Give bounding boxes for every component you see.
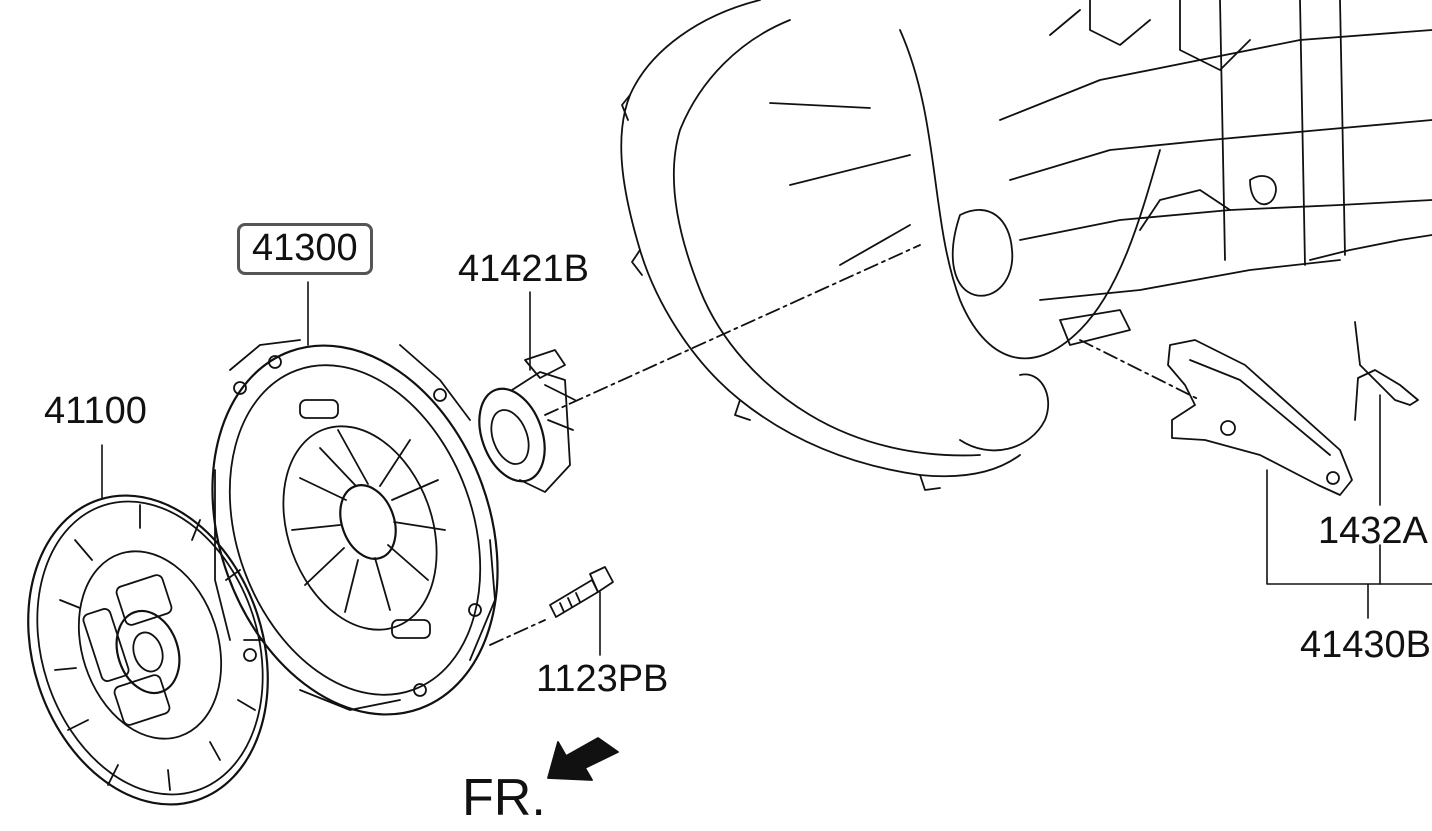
transmission-housing — [620, 0, 1432, 491]
front-arrow-icon — [547, 737, 619, 781]
release-bearing — [478, 349, 576, 493]
part-label-41430b: 41430B — [1300, 624, 1432, 666]
part-label-1432a: 1432A — [1318, 510, 1428, 552]
release-fork — [1167, 339, 1353, 496]
front-direction-label: FR. — [462, 769, 546, 827]
clutch-disc — [27, 494, 269, 806]
part-label-41421b: 41421B — [458, 248, 590, 290]
label-leaders — [101, 281, 1432, 656]
bellhousing-leaders — [769, 102, 911, 266]
fork-spring — [1354, 321, 1419, 421]
part-label-41100: 41100 — [44, 390, 147, 432]
clutch-cover — [211, 339, 499, 716]
bolt — [549, 566, 614, 618]
part-label-41300: 41300 — [237, 223, 373, 275]
part-label-1123pb: 1123PB — [536, 658, 669, 700]
center-axis-line — [489, 244, 1201, 646]
